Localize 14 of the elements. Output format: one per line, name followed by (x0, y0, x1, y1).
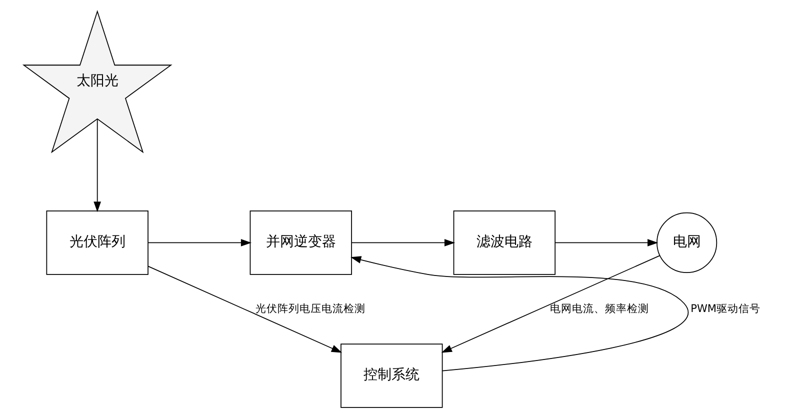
node-box: 控制系统 (340, 344, 443, 408)
edge-label: 电网电流、频率检测 (550, 302, 650, 315)
arrow (350, 256, 689, 372)
arrow (148, 266, 342, 353)
node-circle: 电网 (656, 212, 718, 273)
arrow (441, 255, 660, 353)
edge-label: 光伏阵列电压电流检测 (256, 302, 366, 315)
node-box: 滤波电路 (453, 210, 556, 275)
arrow (554, 238, 658, 246)
arrow (351, 238, 456, 246)
arrow (148, 238, 252, 246)
node-box: 光伏阵列 (46, 210, 148, 275)
node-box: 并网逆变器 (250, 210, 352, 275)
edge-label: PWM驱动信号 (690, 302, 761, 315)
